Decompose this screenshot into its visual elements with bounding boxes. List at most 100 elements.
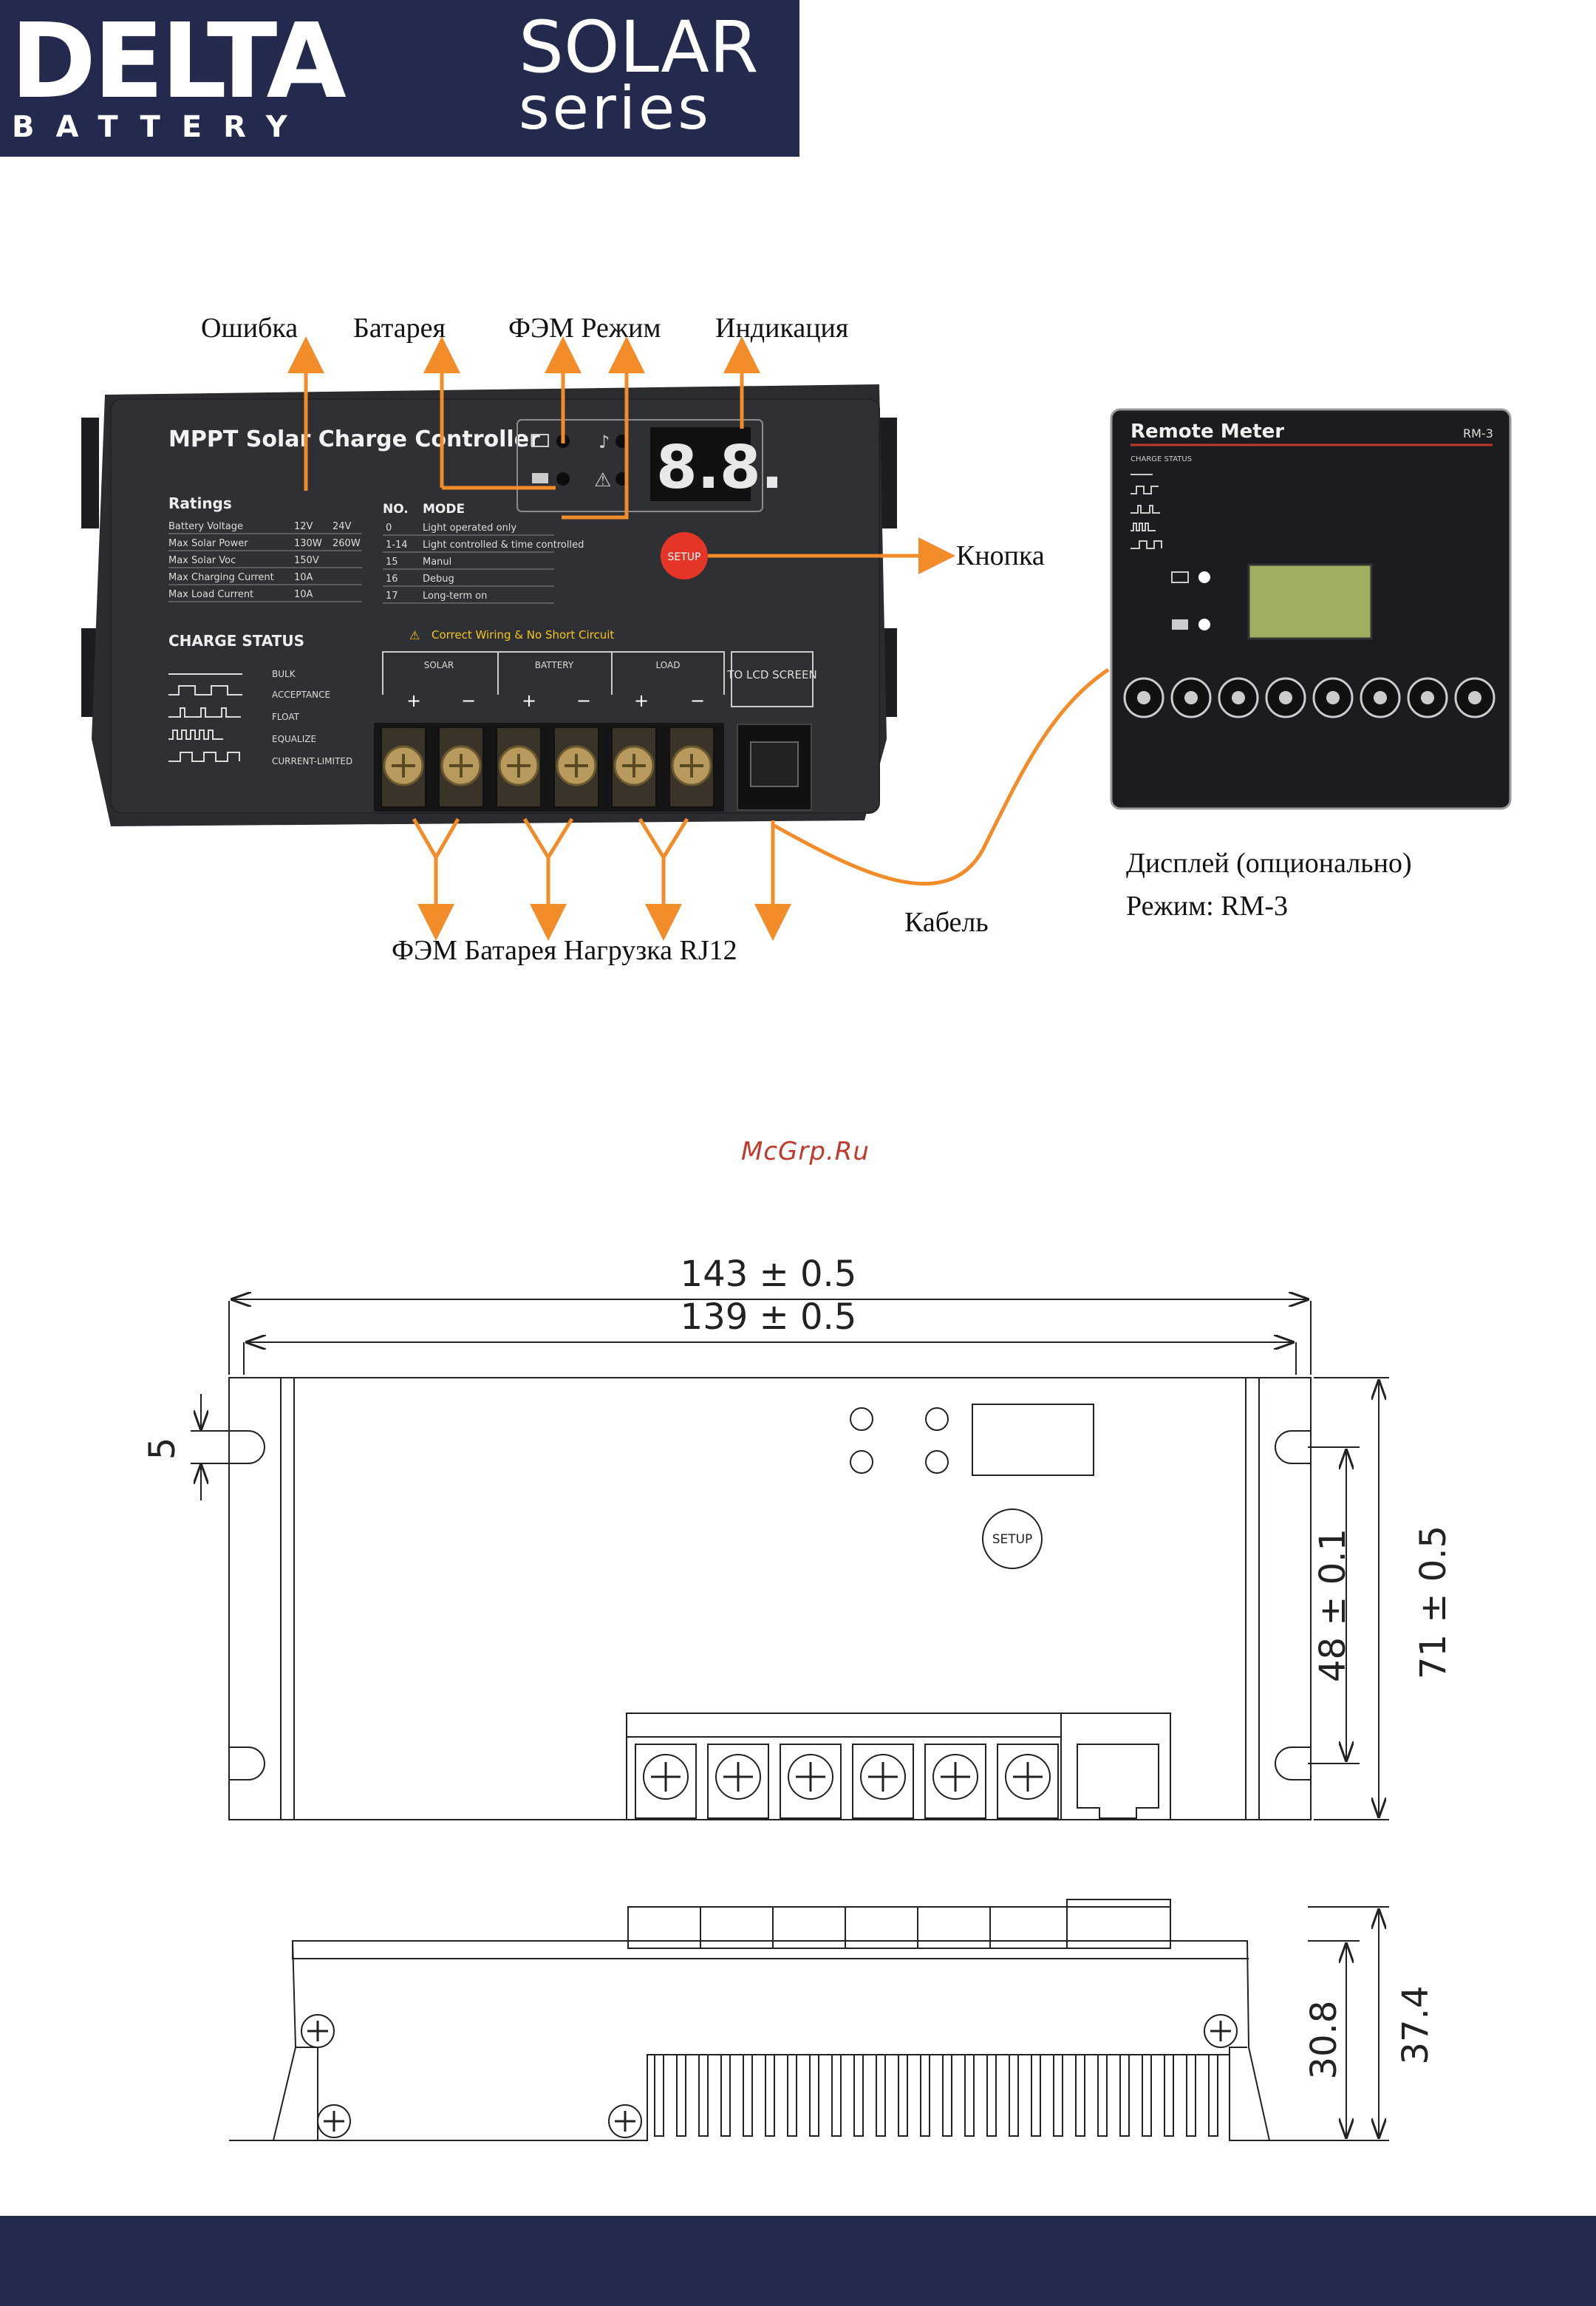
status-label: EQUALIZE [272, 734, 316, 744]
setup-button[interactable] [661, 532, 708, 579]
rating-label: Max Solar Voc [168, 555, 236, 566]
mode-number: 1-14 [386, 540, 408, 551]
ratings-title: Ratings [168, 494, 232, 512]
lamp-icon: ♪ [598, 432, 610, 452]
dim-hole-spacing: 48 ± 0.1 [1312, 1528, 1354, 1682]
mode-description: Debug [423, 574, 454, 585]
charge-status-list: BULKACCEPTANCEFLOATEQUALIZECURRENT-LIMIT… [168, 669, 352, 766]
lcd-port-label: TO LCD SCREEN [726, 668, 816, 681]
group-solar: SOLAR [424, 660, 454, 670]
group-battery: BATTERY [535, 660, 574, 670]
wiring-warning: Correct Wiring & No Short Circuit [432, 628, 614, 642]
dim-height-total: 71 ± 0.5 [1413, 1526, 1454, 1679]
meter-battery-icon [1172, 619, 1188, 630]
svg-text:−: − [461, 690, 476, 711]
setup-button-label: SETUP [668, 551, 701, 563]
label-button: Кнопка [956, 540, 1045, 571]
indicator-panel [516, 419, 763, 512]
brand-banner: DELTA BATTERY SOLAR series [0, 0, 799, 157]
mode-head-mode: MODE [423, 502, 465, 517]
drawing-terminal-screw [643, 1754, 689, 1800]
status-label: ACCEPTANCE [272, 690, 330, 700]
footer-bar [0, 2216, 1596, 2306]
mode-number: 0 [386, 523, 392, 534]
warning-icon: ⚠ [594, 469, 611, 492]
led-display [650, 427, 751, 501]
mode-number: 17 [386, 591, 398, 602]
mode-table: 0 Light operated only 1-14 Light controlled… [383, 523, 584, 604]
side-screw [608, 2104, 642, 2138]
rating-label: Max Charging Current [168, 572, 274, 583]
dim-width-outer: 143 ± 0.5 [681, 1254, 857, 1295]
watermark: McGrp.Ru [741, 1137, 870, 1166]
svg-text:−: − [690, 690, 705, 711]
charge-status-title: CHARGE STATUS [168, 632, 304, 650]
meter-title: Remote Meter [1130, 421, 1284, 443]
group-load: LOAD [656, 660, 681, 670]
brand-solar: SOLAR [519, 6, 759, 89]
remote-meter-photo: Remote Meter RM-3 CHARGE STATUS [1110, 408, 1512, 810]
side-screw [301, 2014, 335, 2048]
drawing-terminal-screw [1005, 1754, 1051, 1800]
dim-setup-label: SETUP [992, 1532, 1033, 1547]
rating-value-a: 150V [294, 555, 319, 566]
drawing-terminal-screw [860, 1754, 906, 1800]
status-label: BULK [272, 669, 296, 679]
brand-series: series [519, 74, 712, 143]
rating-label: Max Load Current [168, 589, 253, 600]
annotation-arrows [287, 336, 1110, 941]
svg-text:−: − [576, 690, 591, 711]
ratings-table: Battery Voltage 12V 24V Max Solar Power 130W… [168, 521, 362, 602]
rating-value-b: 24V [332, 521, 352, 532]
dimension-drawing: 143 ± 0.5 139 ± 0.5 5 48 ± 0.1 71 ± 0.5 … [142, 1254, 1454, 2141]
svg-text:+: + [634, 690, 649, 711]
controller-title: MPPT Solar Charge Controller [168, 426, 540, 452]
meter-buttons [1123, 677, 1496, 718]
rating-value-b: 260W [332, 538, 361, 549]
meter-status-title: CHARGE STATUS [1130, 455, 1192, 463]
led-digits: 8.8. [656, 433, 783, 502]
mode-description: Manul [423, 557, 451, 568]
dim-width-inner: 139 ± 0.5 [681, 1296, 857, 1338]
mode-description: Light operated only [423, 523, 516, 534]
svg-text:+: + [522, 690, 536, 711]
mode-head-no: NO. [383, 502, 409, 517]
rating-label: Max Solar Power [168, 538, 248, 549]
battery-icon [532, 473, 548, 483]
rating-value-a: 10A [294, 589, 313, 600]
dim-side-high: 37.4 [1395, 1986, 1436, 2065]
label-cable: Кабель [904, 907, 989, 938]
side-screw [1204, 2014, 1238, 2048]
dim-side-low: 30.8 [1303, 2001, 1345, 2080]
display-note-1: Дисплей (опционально) [1126, 848, 1412, 879]
dim-slot: 5 [142, 1438, 183, 1460]
meter-lcd [1247, 563, 1373, 640]
rating-value-a: 12V [294, 521, 313, 532]
mode-number: 15 [386, 557, 398, 568]
status-waveform [168, 729, 223, 740]
solar-panel-icon [531, 434, 549, 447]
controller-photo: MPPT Solar Charge Controller ♪ ⚠ 8.8. Ra… [81, 384, 897, 826]
rating-label: Battery Voltage [168, 521, 243, 532]
meter-model: RM-3 [1463, 426, 1493, 441]
label-error: Ошибка [201, 313, 299, 344]
warning-small-icon: ⚠ [409, 628, 420, 642]
status-waveform [168, 707, 241, 718]
drawing-terminal-screw [788, 1754, 833, 1800]
drawing-terminal-screw [932, 1754, 978, 1800]
status-waveform [168, 752, 240, 762]
status-waveform [168, 685, 242, 695]
side-screw [317, 2104, 351, 2138]
svg-text:+: + [406, 690, 421, 711]
display-note-2: Режим: RM-3 [1126, 891, 1288, 922]
brand-battery: BATTERY [12, 110, 309, 144]
terminal-block [381, 727, 715, 808]
meter-solar-icon [1171, 571, 1189, 583]
rating-value-a: 10A [294, 572, 313, 583]
mode-description: Light controlled & time controlled [423, 540, 584, 551]
drawing-terminal-screw [715, 1754, 761, 1800]
status-label: CURRENT-LIMITED [272, 756, 352, 766]
rating-value-a: 130W [294, 538, 322, 549]
mode-number: 16 [386, 574, 398, 585]
brand-delta: DELTA [10, 1, 347, 122]
